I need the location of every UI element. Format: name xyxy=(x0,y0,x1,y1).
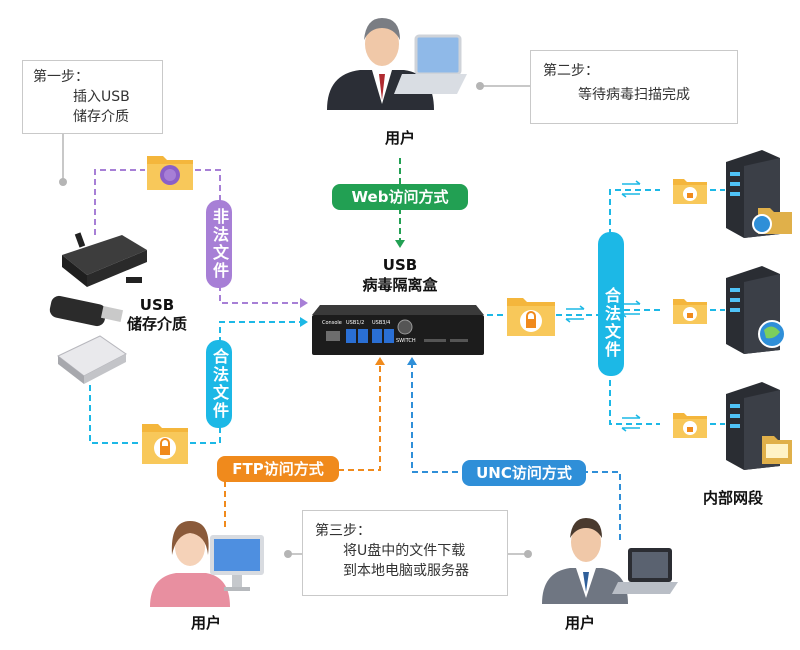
step2-line1: 等待病毒扫描完成 xyxy=(578,87,690,103)
step3-line1: 将U盘中的文件下载 xyxy=(343,543,466,559)
server1-icon xyxy=(726,150,792,238)
device-body xyxy=(312,305,484,355)
legal-file-right-pill: 合法文件 xyxy=(598,232,624,376)
usb-storage-line2: 储存介质 xyxy=(126,315,187,333)
top-user-icon xyxy=(327,18,467,110)
illegal-arrow xyxy=(300,298,308,308)
step3-pointer-right-dot xyxy=(524,550,532,558)
safe-folder-right-icon xyxy=(507,298,555,336)
step1-line1: 插入USB xyxy=(73,89,130,105)
usb-isolation-box: Console USB1/2 USB3/4 SWITCH xyxy=(310,303,486,357)
web-access-pill: Web访问方式 xyxy=(332,184,468,210)
unc-arrow xyxy=(407,357,417,365)
step3-line2: 到本地电脑或服务器 xyxy=(343,563,469,579)
ftp-access-pill: FTP访问方式 xyxy=(217,456,339,482)
ftp-path xyxy=(224,365,381,527)
infected-folder-icon xyxy=(147,156,193,190)
server3-icon xyxy=(726,382,792,470)
top-user-label: 用户 xyxy=(384,129,415,147)
switch-label: SWITCH xyxy=(396,338,416,344)
port-usb34-label: USB3/4 xyxy=(372,320,391,326)
server3-line-a xyxy=(609,380,660,425)
step3-note: 第三步： 将U盘中的文件下载 到本地电脑或服务器 xyxy=(302,510,508,596)
port-usb12-label: USB1/2 xyxy=(346,320,365,326)
legal-left-path-a xyxy=(89,385,140,444)
step2-note: 第二步： 等待病毒扫描完成 xyxy=(530,50,738,124)
server3-safe-folder-icon xyxy=(673,413,707,438)
safe-folder-left-icon xyxy=(142,424,188,464)
card-reader-icon xyxy=(62,232,147,287)
illegal-path-a xyxy=(94,169,145,235)
bottom-right-user-label: 用户 xyxy=(564,614,595,632)
usb-storage-line1: USB xyxy=(139,296,175,314)
port-console-label: Console xyxy=(322,320,342,326)
step2-title: 第二步： xyxy=(543,63,599,79)
device-title-line2: 病毒隔离盒 xyxy=(362,276,438,294)
portable-hard-drive-icon xyxy=(57,335,127,384)
server2-safe-folder-icon xyxy=(673,299,707,324)
unc-access-pill: UNC访问方式 xyxy=(462,460,586,486)
web-arrow xyxy=(395,240,405,248)
step3-title: 第三步： xyxy=(315,523,371,539)
usb-flash-drive-icon xyxy=(49,295,124,327)
step3-pointer-left-dot xyxy=(284,550,292,558)
illegal-file-pill: 非法文件 xyxy=(206,200,232,288)
intranet-label: 内部网段 xyxy=(702,489,763,507)
server1-safe-folder-icon xyxy=(673,179,707,204)
server1-line-a xyxy=(609,189,660,235)
step1-title: 第一步： xyxy=(33,69,89,85)
bottom-right-user-icon xyxy=(542,518,678,604)
usb-storage-label: USB 储存介质 xyxy=(116,296,198,334)
step1-line2: 储存介质 xyxy=(73,109,129,125)
legal-left-arrow xyxy=(300,317,308,327)
bottom-left-user-icon xyxy=(150,521,264,607)
server2-icon xyxy=(726,266,786,354)
step2-pointer-dot xyxy=(476,82,484,90)
bottom-left-user-label: 用户 xyxy=(190,614,221,632)
ftp-arrow xyxy=(375,357,385,365)
legal-file-left-pill: 合法文件 xyxy=(206,340,232,428)
step1-note: 第一步： 插入USB 储存介质 xyxy=(22,60,163,134)
device-title: USB 病毒隔离盒 xyxy=(340,255,460,295)
device-title-line1: USB xyxy=(382,256,418,274)
step1-pointer-dot xyxy=(59,178,67,186)
